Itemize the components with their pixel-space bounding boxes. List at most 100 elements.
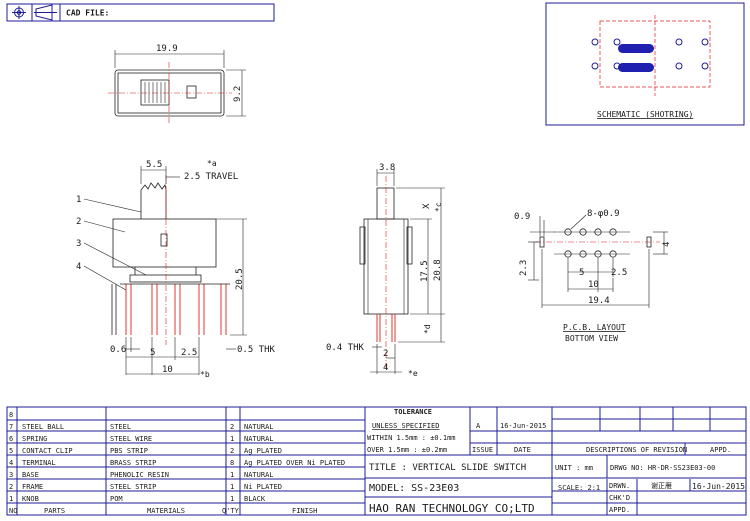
pcb-label-1: P.C.B. LAYOUT — [563, 323, 626, 332]
title-text: TITLE : VERTICAL SLIDE SWITCH — [369, 463, 526, 473]
drwn-date: 16-Jun-2015 — [692, 482, 745, 491]
side-dim-20-8: 20.8 — [433, 259, 443, 281]
bom-cell-finish: Ni PLATED — [244, 483, 282, 491]
bom-cell-part: SPRING — [22, 435, 47, 443]
bom-cell-part: BASE — [22, 471, 39, 479]
bom-cell-material: BRASS STRIP — [110, 459, 156, 467]
bom-cell-part: CONTACT CLIP — [22, 447, 73, 455]
bom-cell-no: 2 — [9, 483, 13, 491]
bom-h-part: PARTS — [44, 507, 65, 515]
side-mark-e: *e — [408, 369, 418, 378]
bom-cell-no: 5 — [9, 447, 13, 455]
side-dim-4: 4 — [383, 363, 388, 373]
pcb-layout: 0.9 8-φ0.9 4 2.3 5 2.5 10 19.4 P.C.B. LA… — [514, 209, 672, 343]
leader-2: 2 — [76, 217, 81, 227]
side-mark-d: *d — [423, 324, 432, 334]
pcb-dim-4: 4 — [662, 242, 672, 247]
revision-block: A 16-Jun-2015 ISSUE DATE DESCRIPTIONS OF… — [472, 422, 731, 454]
bom-cell-material: STEEL — [110, 423, 131, 431]
title-block: TITLE : VERTICAL SLIDE SWITCH UNIT : mm … — [369, 463, 745, 515]
bom-cell-no: 3 — [9, 471, 13, 479]
leader-3: 3 — [76, 239, 81, 249]
tolerance-line2: WITHIN 1.5mm : ±0.1mm — [367, 434, 456, 442]
front-mark-b: *b — [200, 370, 210, 379]
bom-cell-no: 4 — [9, 459, 13, 467]
tolerance-line3: OVER 1.5mm : ±0.2mm — [367, 446, 447, 454]
top-dim-height: 9.2 — [233, 86, 243, 102]
bom-cell-finish: NATURAL — [244, 423, 274, 431]
revision-h-desc: DESCRIPTIONS OF REVISION — [586, 446, 687, 454]
front-dim-pin-w: 0.6 — [110, 345, 126, 355]
pcb-dim-2-5: 2.5 — [611, 268, 627, 278]
front-dim-5: 5 — [150, 348, 155, 358]
front-view: 5.5 2.5 TRAVEL *a 20.5 1 2 3 4 0.6 5 2.5… — [76, 159, 276, 379]
appd-label: APPD. — [609, 506, 630, 514]
front-dim-height: 20.5 — [235, 268, 245, 290]
side-dim-top: 3.8 — [379, 163, 395, 173]
unit-text: UNIT : mm — [555, 464, 593, 472]
bom-cell-finish: NATURAL — [244, 435, 274, 443]
bom-cell-no: 7 — [9, 423, 13, 431]
bom-cell-finish: NATURAL — [244, 471, 274, 479]
bom-h-no: NO — [9, 507, 17, 515]
bom-cell-no: 8 — [9, 411, 13, 419]
tolerance-block: TOLERANCE UNLESS SPECIFIED WITHIN 1.5mm … — [367, 408, 456, 454]
header-block: CAD FILE: — [6, 3, 275, 22]
drwg-no-text: DRWG NO: HR-DR-SS23E03-00 — [610, 464, 715, 472]
revision-date: 16-Jun-2015 — [500, 422, 546, 430]
front-dim-thk: 0.5 THK — [237, 345, 276, 355]
tolerance-line1: UNLESS SPECIFIED — [372, 422, 439, 430]
bom-cell-finish: Ag PLATED — [244, 447, 282, 455]
bom-cell-qty: 2 — [230, 447, 234, 455]
side-dim-17-5: 17.5 — [420, 260, 430, 282]
front-dim-travel: 2.5 TRAVEL — [184, 172, 238, 182]
revision-h-issue: ISSUE — [472, 446, 493, 454]
bom-cell-material: STEEL WIRE — [110, 435, 152, 443]
pcb-dim-0-9: 0.9 — [514, 212, 530, 222]
bom-cell-material: POM — [110, 495, 123, 503]
bom-cell-qty: 2 — [230, 423, 234, 431]
front-dim-2-5: 2.5 — [181, 348, 197, 358]
bom-cell-part: KNOB — [22, 495, 39, 503]
pcb-dim-5: 5 — [579, 268, 584, 278]
revision-h-appd: APPD. — [710, 446, 731, 454]
bom-h-material: MATERIALS — [147, 507, 185, 515]
bom-cell-finish: Ag PLATED OVER Ni PLATED — [244, 459, 345, 467]
bom-cell-part: FRAME — [22, 483, 43, 491]
bom-cell-qty: 1 — [230, 471, 234, 479]
top-view: 19.9 9.2 — [108, 44, 246, 124]
side-mark-c: *c — [434, 202, 443, 212]
bom-cell-qty: 1 — [230, 483, 234, 491]
pcb-label-2: BOTTOM VIEW — [565, 334, 618, 343]
side-view: 3.8 X *c 17.5 20.8 *d 0.4 THK 2 4 *e — [326, 163, 445, 378]
front-dim-pitch: 5.5 — [146, 160, 162, 170]
top-dim-width: 19.9 — [156, 44, 178, 54]
front-dim-10: 10 — [162, 365, 173, 375]
leader-1: 1 — [76, 195, 81, 205]
bom-cell-material: PBS STRIP — [110, 447, 148, 455]
bom-cell-finish: BLACK — [244, 495, 266, 503]
bom-cell-material: STEEL STRIP — [110, 483, 156, 491]
bom-cell-qty: 1 — [230, 495, 234, 503]
drwn-name: 谢正雁 — [651, 481, 672, 490]
bom-cell-qty: 8 — [230, 459, 234, 467]
title-block-frame — [6, 406, 747, 516]
side-dim-2: 2 — [383, 349, 388, 359]
bom-h-qty: Q'TY — [222, 507, 240, 515]
bom-cell-no: 1 — [9, 495, 13, 503]
side-dim-thk: 0.4 THK — [326, 343, 365, 353]
leader-4: 4 — [76, 262, 81, 272]
bom-header: NO PARTS MATERIALS Q'TY FINISH — [9, 507, 317, 515]
projection-symbol-icon — [12, 4, 57, 21]
company-name: HAO RAN TECHNOLOGY CO;LTD — [369, 502, 535, 515]
bom-cell-material: PHENOLIC RESIN — [110, 471, 169, 479]
front-terminals — [111, 283, 230, 335]
scale-text: SCALE: 2:1 — [558, 484, 600, 492]
pcb-dim-2-3: 2.3 — [519, 260, 529, 276]
side-mark-x: X — [422, 203, 432, 209]
pcb-dim-10: 10 — [588, 280, 599, 290]
schematic-box: SCHEMATIC (SHOTRING) — [545, 2, 745, 126]
revision-rev: A — [476, 422, 481, 430]
